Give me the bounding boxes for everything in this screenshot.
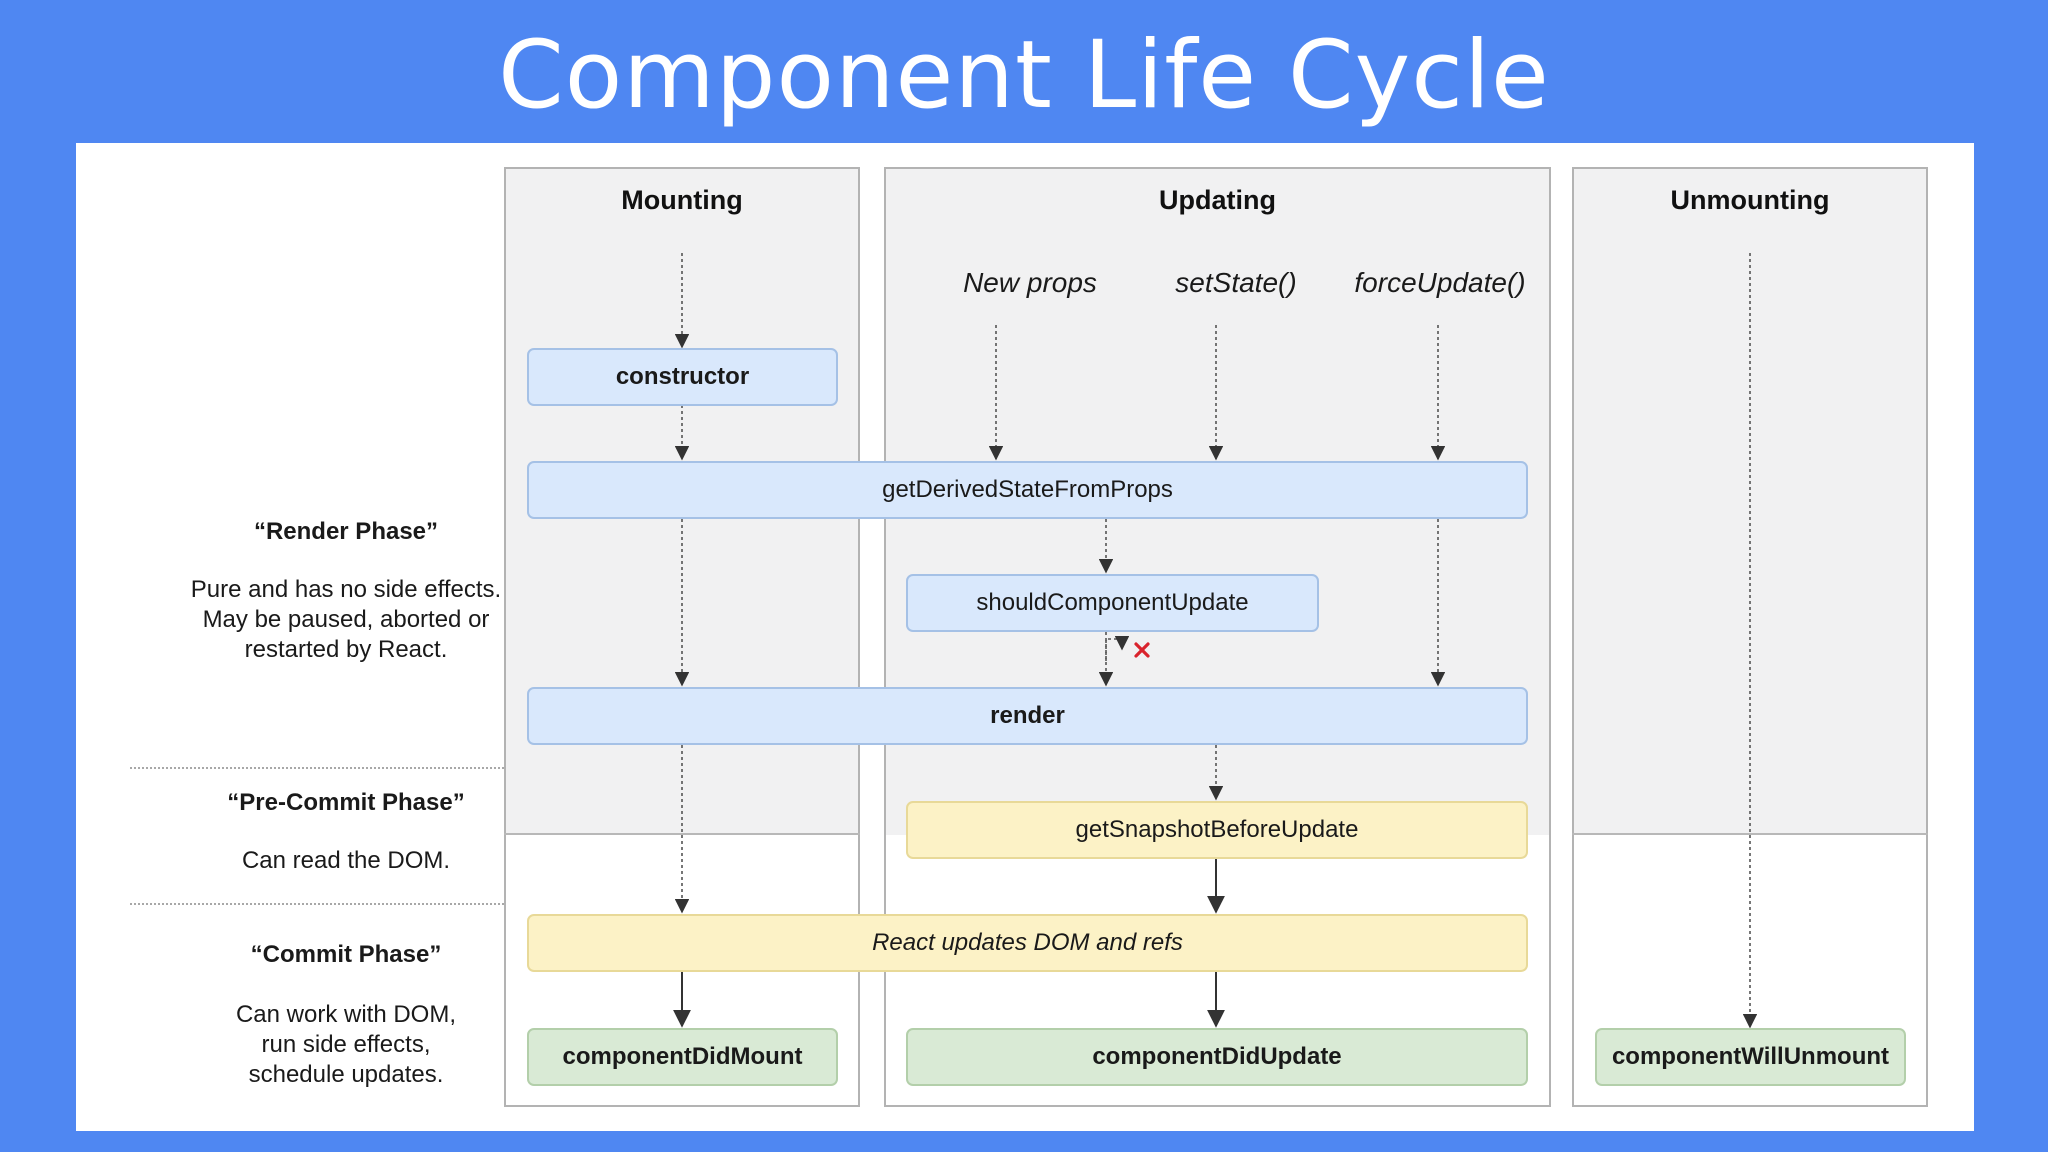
lifecycle-diagram: “Render Phase” Pure and has no side effe… bbox=[76, 143, 1974, 1131]
render-box: render bbox=[527, 687, 1528, 745]
component-will-unmount-box: componentWillUnmount bbox=[1595, 1028, 1906, 1086]
commit-phase-title: “Commit Phase” bbox=[250, 941, 442, 968]
commit-phase-line-3: schedule updates. bbox=[248, 1061, 444, 1088]
commit-phase-line-2: run side effects, bbox=[261, 1031, 431, 1058]
component-did-update-box: componentDidUpdate bbox=[906, 1028, 1528, 1086]
mounting-title: Mounting bbox=[621, 185, 743, 215]
arrow-scu-cancel bbox=[1105, 636, 1130, 661]
column-phase-line bbox=[504, 833, 860, 835]
render-phase-line-1: Pure and has no side effects. bbox=[190, 576, 502, 603]
commit-phase-line-1: Can work with DOM, bbox=[235, 1001, 457, 1028]
phase-divider bbox=[130, 903, 516, 905]
cancel-mark bbox=[1134, 642, 1150, 658]
trigger-new-props: New props bbox=[963, 267, 1097, 298]
flow-arrows bbox=[673, 253, 1758, 1029]
render-phase-line-3: restarted by React. bbox=[244, 636, 448, 663]
pre-commit-phase-title: “Pre-Commit Phase” bbox=[227, 789, 465, 816]
component-did-mount-box: componentDidMount bbox=[527, 1028, 838, 1086]
constructor-box: constructor bbox=[527, 348, 838, 406]
trigger-force-update: forceUpdate() bbox=[1354, 267, 1526, 298]
should-component-update-box: shouldComponentUpdate bbox=[906, 574, 1319, 632]
get-snapshot-before-update-box: getSnapshotBeforeUpdate bbox=[906, 801, 1528, 859]
updating-title: Updating bbox=[1159, 185, 1276, 215]
pre-commit-phase-line-1: Can read the DOM. bbox=[241, 847, 451, 874]
trigger-set-state: setState() bbox=[1175, 267, 1297, 298]
slide-title: Component Life Cycle bbox=[498, 21, 1550, 130]
unmounting-title: Unmounting bbox=[1670, 185, 1830, 215]
column-phase-line bbox=[1572, 833, 1928, 835]
get-derived-state-from-props-box: getDerivedStateFromProps bbox=[527, 461, 1528, 519]
render-phase-title: “Render Phase” bbox=[253, 518, 439, 545]
react-updates-dom-box: React updates DOM and refs bbox=[527, 914, 1528, 972]
render-phase-line-2: May be paused, aborted or bbox=[202, 606, 490, 633]
phase-divider bbox=[130, 767, 516, 769]
